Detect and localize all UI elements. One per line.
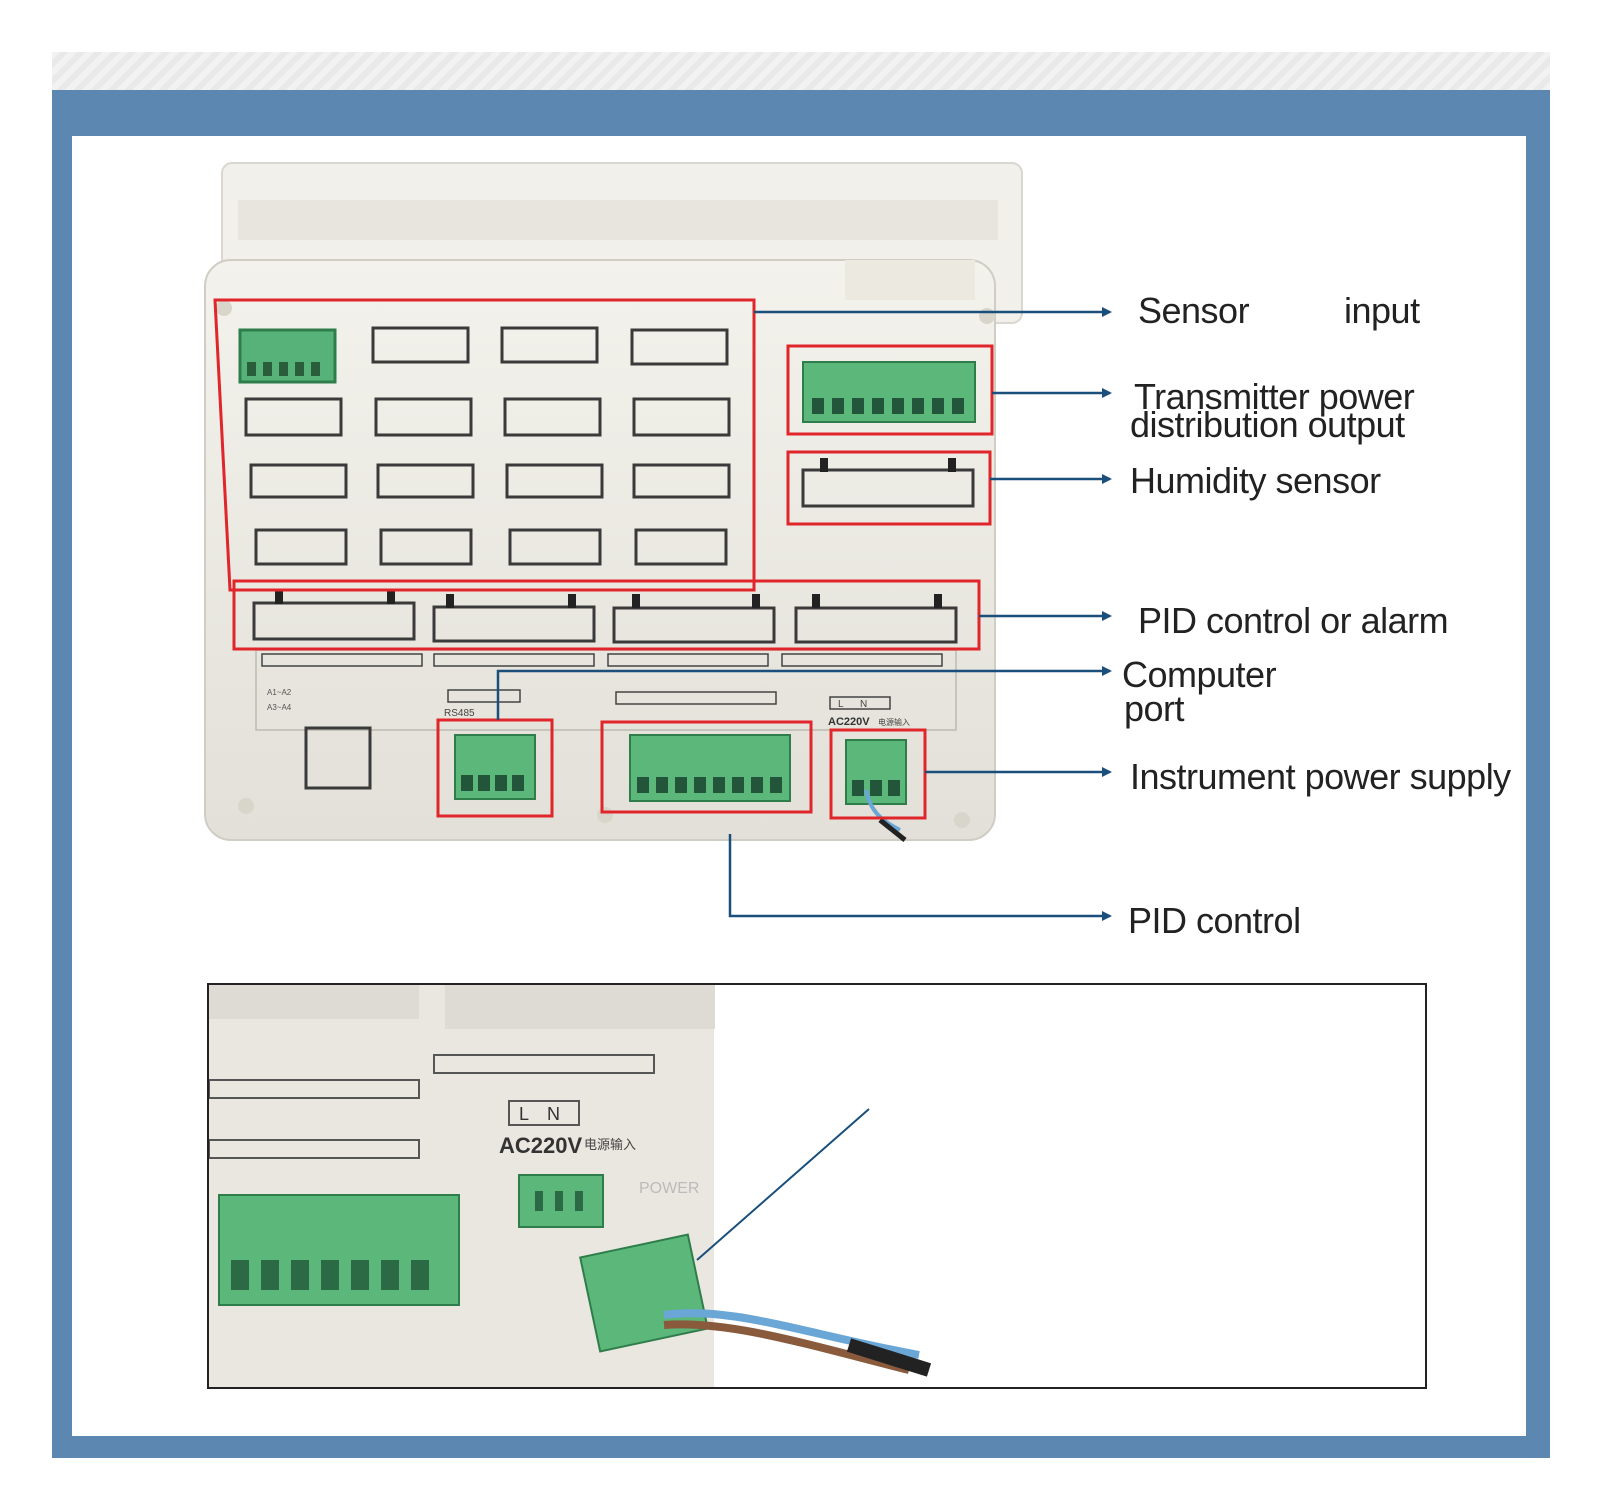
- label-transmitter-line1: Transmitter power: [1134, 376, 1415, 417]
- svg-text:AC220V: AC220V: [828, 716, 870, 728]
- label-port: port: [1124, 688, 1185, 729]
- svg-text:A1~A2: A1~A2: [267, 688, 292, 697]
- transmitter-terminal: [802, 361, 976, 423]
- svg-text:N: N: [547, 1104, 560, 1124]
- pid-alarm-slots: [252, 590, 958, 644]
- highlight-humidity: [786, 450, 992, 526]
- svg-text:RS485: RS485: [444, 708, 475, 719]
- svg-text:A3~A4: A3~A4: [267, 703, 292, 712]
- svg-text:L: L: [838, 699, 844, 710]
- arrow-computer-port: [496, 666, 1112, 720]
- svg-text:电源输入: 电源输入: [584, 1137, 636, 1153]
- svg-text:电源输入: 电源输入: [878, 717, 910, 727]
- rs485-terminal: [454, 734, 536, 800]
- svg-text:POWER: POWER: [639, 1180, 699, 1197]
- blank-cutout: [304, 726, 372, 790]
- power-terminal: [845, 739, 907, 842]
- label-pid-control: PID control: [1128, 900, 1301, 941]
- label-transmitter-line2: distribution output: [1130, 404, 1405, 445]
- label-humidity-sensor: Humidity sensor: [1130, 460, 1381, 501]
- sensor-terminal-pins: [247, 362, 320, 376]
- svg-text:N: N: [860, 699, 867, 710]
- highlight-sensor-input: [213, 298, 756, 592]
- label-sensor: Sensor: [1138, 290, 1250, 331]
- top-stripe: [52, 52, 1550, 90]
- label-instrument-power: Instrument power supply: [1130, 756, 1511, 797]
- highlight-boxes: [213, 298, 994, 820]
- inset-detail: L N AC220V 电源输入 POWER: [207, 983, 1427, 1389]
- svg-text:AC220V: AC220V: [499, 1133, 582, 1158]
- callout-arrows: [496, 307, 1112, 921]
- highlight-computer-port: [436, 718, 554, 818]
- device-body: [204, 162, 1023, 841]
- svg-text:L: L: [519, 1104, 529, 1124]
- inset-pointer-line: [696, 1108, 870, 1261]
- label-input: input: [1344, 290, 1420, 331]
- label-pid-alarm: PID control or alarm: [1138, 600, 1449, 641]
- humidity-slot: [801, 458, 975, 508]
- arrow-pid-control: [728, 834, 1112, 921]
- label-computer: Computer: [1122, 654, 1277, 695]
- pid-control-terminal: [629, 734, 791, 802]
- inset-power-socket: [518, 1174, 604, 1228]
- inset-illustration: L N AC220V 电源输入 POWER: [209, 985, 932, 1387]
- inset-green-terminal: [218, 1194, 460, 1306]
- inset-plug: [579, 1233, 932, 1377]
- highlight-power: [829, 728, 927, 820]
- highlight-pid-control: [600, 720, 813, 814]
- highlight-transmitter: [786, 344, 994, 436]
